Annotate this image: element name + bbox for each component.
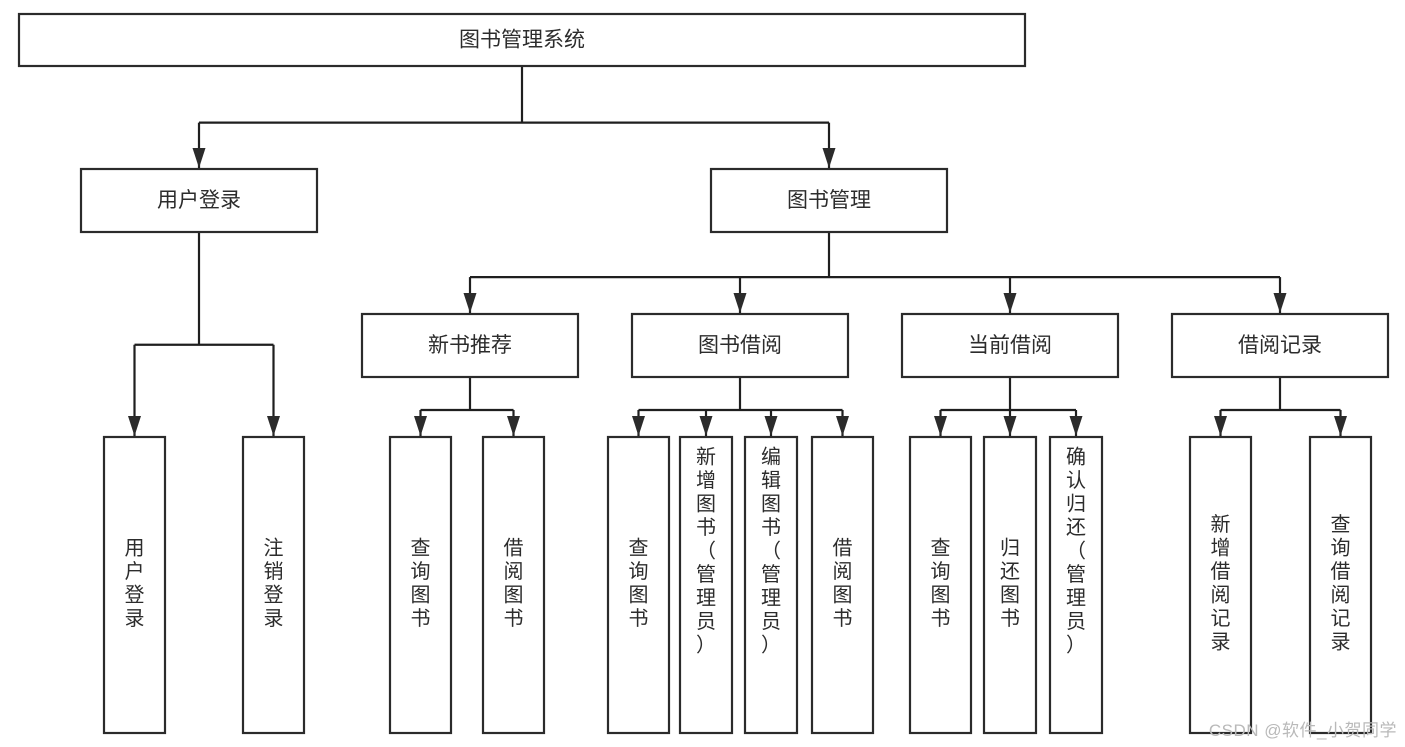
- node-box: [481, 435, 546, 735]
- arrow-head: [699, 416, 713, 436]
- arrow-head: [507, 416, 520, 436]
- node-layer: 图书管理系统用户登录图书管理新书推荐图书借阅当前借阅借阅记录用户登录注销登录查询…: [17, 12, 1390, 735]
- arrow-head: [1069, 416, 1083, 436]
- node-box: [1048, 435, 1104, 735]
- arrow-head: [1214, 416, 1227, 436]
- node-book-manage[interactable]: 图书管理: [709, 167, 949, 234]
- node-label: 新增借阅记录: [1211, 513, 1231, 654]
- arrow-head: [1334, 416, 1347, 436]
- node-leaf-query-book-1[interactable]: 查询图书: [388, 435, 453, 735]
- node-label: 图书借阅: [698, 334, 782, 357]
- node-label: 当前借阅: [968, 334, 1052, 357]
- node-box: [102, 435, 167, 735]
- arrow-head: [414, 416, 427, 436]
- node-label: 查询图书: [629, 536, 649, 630]
- node-book-borrow[interactable]: 图书借阅: [630, 312, 850, 379]
- node-label: 借阅图书: [504, 536, 524, 630]
- node-box: [17, 12, 1027, 68]
- arrow-head: [632, 416, 645, 436]
- node-leaf-return-book[interactable]: 归还图书: [982, 435, 1038, 735]
- arrow-head: [192, 148, 206, 168]
- arrow-head: [822, 148, 836, 168]
- arrow-head: [128, 416, 141, 436]
- node-leaf-edit-book[interactable]: 编辑图书（管理员）: [743, 435, 799, 735]
- node-borrow-record[interactable]: 借阅记录: [1170, 312, 1390, 379]
- arrow-head: [1003, 293, 1017, 313]
- node-leaf-add-record[interactable]: 新增借阅记录: [1188, 435, 1253, 735]
- node-label: 归还图书: [1000, 536, 1020, 630]
- node-box: [908, 435, 973, 735]
- node-box: [743, 435, 799, 735]
- node-root[interactable]: 图书管理系统: [17, 12, 1027, 68]
- node-leaf-borrow-book-1[interactable]: 借阅图书: [481, 435, 546, 735]
- node-box: [630, 312, 850, 379]
- node-box: [241, 435, 306, 735]
- node-user-login[interactable]: 用户登录: [79, 167, 319, 234]
- node-label: 借阅记录: [1238, 334, 1322, 357]
- arrow-head: [1003, 416, 1017, 436]
- node-label: 用户登录: [125, 537, 145, 630]
- node-box: [900, 312, 1120, 379]
- node-label: 图书管理系统: [459, 29, 585, 52]
- node-box: [606, 435, 671, 735]
- connector-layer: [128, 66, 1347, 436]
- node-leaf-user-login[interactable]: 用户登录: [102, 435, 167, 735]
- node-leaf-query-record[interactable]: 查询借阅记录: [1308, 435, 1373, 735]
- node-label: 编辑图书（管理员）: [761, 445, 781, 656]
- node-box: [388, 435, 453, 735]
- node-new-book-rec[interactable]: 新书推荐: [360, 312, 580, 379]
- node-leaf-query-book-2[interactable]: 查询图书: [606, 435, 671, 735]
- arrow-head: [1273, 293, 1287, 313]
- node-box: [982, 435, 1038, 735]
- node-label: 查询图书: [931, 536, 951, 630]
- node-label: 查询借阅记录: [1331, 513, 1351, 654]
- node-label: 确认归还（管理员）: [1066, 445, 1086, 656]
- node-box: [360, 312, 580, 379]
- arrow-head: [764, 416, 778, 436]
- arrow-head: [733, 293, 747, 313]
- node-box: [1308, 435, 1373, 735]
- node-box: [709, 167, 949, 234]
- node-label: 查询图书: [411, 536, 431, 630]
- arrow-head: [934, 416, 947, 436]
- node-label: 新增图书（管理员）: [696, 445, 716, 656]
- node-current-borrow[interactable]: 当前借阅: [900, 312, 1120, 379]
- node-label: 图书管理: [787, 189, 871, 212]
- arrow-head: [267, 416, 280, 436]
- node-leaf-borrow-book-2[interactable]: 借阅图书: [810, 435, 875, 735]
- node-box: [79, 167, 319, 234]
- arrow-head: [836, 416, 849, 436]
- node-leaf-add-book[interactable]: 新增图书（管理员）: [678, 435, 734, 735]
- node-label: 注销登录: [264, 536, 284, 630]
- node-box: [810, 435, 875, 735]
- node-box: [1170, 312, 1390, 379]
- node-box: [1188, 435, 1253, 735]
- node-leaf-confirm-return[interactable]: 确认归还（管理员）: [1048, 435, 1104, 735]
- node-label: 借阅图书: [833, 536, 853, 630]
- node-box: [678, 435, 734, 735]
- node-label: 新书推荐: [428, 334, 512, 357]
- node-label: 用户登录: [157, 189, 241, 212]
- node-leaf-query-book-3[interactable]: 查询图书: [908, 435, 973, 735]
- node-leaf-user-logout[interactable]: 注销登录: [241, 435, 306, 735]
- arrow-head: [463, 293, 477, 313]
